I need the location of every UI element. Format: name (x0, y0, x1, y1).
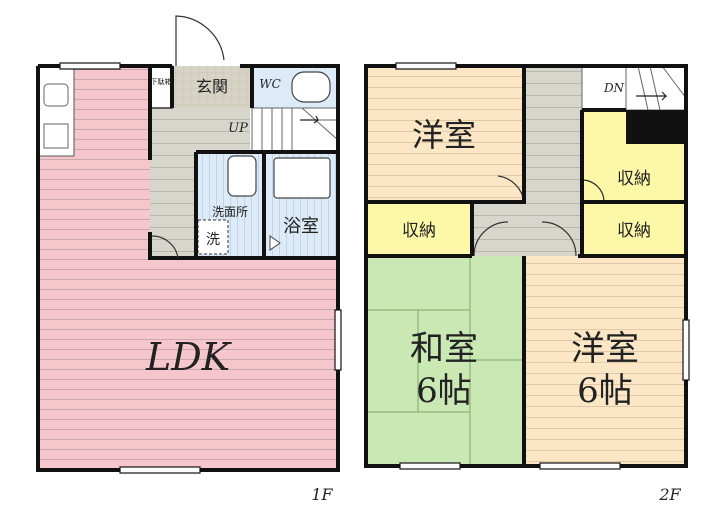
bathroom-label: 浴室 (283, 216, 319, 237)
stairs-down-arrow-icon (636, 91, 668, 101)
washitsu-size-label: 6帖 (416, 371, 472, 411)
shoe-box-label: 下駄箱 (151, 77, 172, 86)
wc-label: WC (259, 77, 281, 91)
entry-door (175, 15, 225, 66)
floor-1-label: 1F (311, 485, 333, 504)
youshitsu-top-label: 洋室 (412, 116, 476, 154)
washer-label: 洗 (206, 232, 220, 248)
stairs-arrow-icon (300, 115, 319, 124)
sink-icon (43, 83, 69, 107)
storage-left (366, 204, 472, 254)
drain-icon (269, 235, 281, 251)
floor-2: 洋室 DN 収納 収納 収納 和室 6帖 洋室 6帖 2F (364, 62, 690, 504)
bathtub-icon (273, 157, 331, 199)
walls-2f (364, 64, 688, 468)
youshitsu-bottom-size-label: 6帖 (577, 371, 633, 411)
floor-1: LDK 玄関 下駄箱 WC UP 洗面所 洗 浴室 1F (36, 15, 342, 504)
walls-1f (36, 64, 340, 472)
stairs-1f (251, 107, 339, 153)
floor-2-label: 2F (658, 485, 681, 504)
up-label: UP (228, 121, 248, 136)
washroom-label: 洗面所 (212, 205, 248, 219)
dn-label: DN (603, 81, 625, 95)
stairs-2f (581, 65, 687, 111)
washitsu-label: 和室 (410, 329, 478, 369)
storage-right-label: 収納 (617, 221, 651, 241)
genkan-label: 玄関 (196, 77, 228, 96)
storage-left-label: 収納 (402, 221, 436, 241)
shoe-box (149, 65, 173, 109)
washbasin-icon (227, 155, 257, 197)
closet-block (626, 110, 686, 144)
toilet-icon (291, 71, 331, 103)
hall-door (151, 235, 179, 259)
storage-right (582, 204, 686, 254)
ldk-label: LDK (145, 335, 233, 379)
washitsu-room (366, 256, 524, 466)
stove-icon (43, 123, 69, 149)
storage-right-top-label: 収納 (617, 169, 651, 189)
youshitsu-bottom-label: 洋室 (571, 329, 639, 369)
